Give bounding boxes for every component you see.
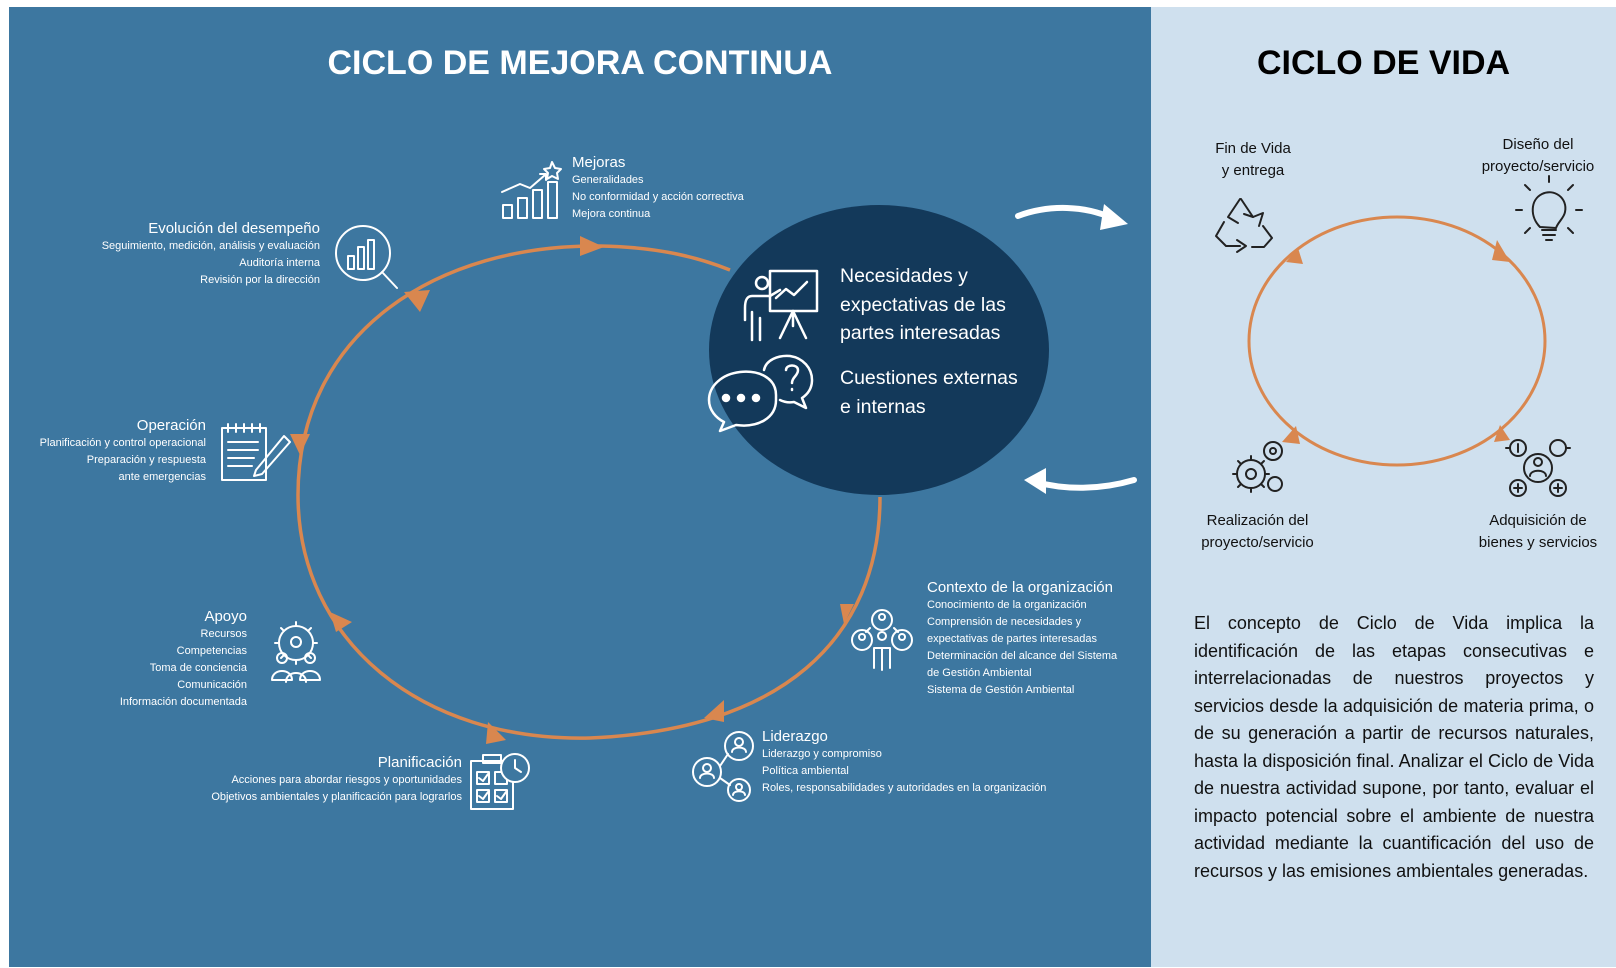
gears-icon <box>1232 441 1283 493</box>
speech-bubbles-icon <box>707 354 814 433</box>
stage-item: Objetivos ambientales y planificación pa… <box>211 791 462 803</box>
stage-item: ante emergencias <box>118 471 206 483</box>
organization-people-icon <box>851 609 913 671</box>
life-cycle-panel <box>1151 7 1616 967</box>
life-cycle-description: El concepto de Ciclo de Vida implica la … <box>1194 613 1594 881</box>
stage-item: Roles, responsabilidades y autoridades e… <box>762 782 1047 794</box>
lightbulb-icon <box>1515 175 1583 241</box>
stage-item: Revisión por la dirección <box>200 274 320 286</box>
center-ellipse <box>709 205 1049 495</box>
lc-label-line: Diseño del <box>1502 136 1574 153</box>
lc-arrowhead-bottom-right <box>1494 425 1510 442</box>
stage-item: Sistema de Gestión Ambiental <box>927 684 1075 696</box>
cycle-arrowhead-lower-left <box>330 612 352 632</box>
improvement-cycle-arrowheads <box>290 236 854 744</box>
stage-item: Preparación y respuesta <box>86 454 206 466</box>
lc-arrowhead-top-right <box>1492 240 1510 262</box>
magnifier-chart-icon <box>335 225 398 289</box>
checklist-clock-icon <box>470 753 530 810</box>
lc-stage-adquisicion: Adquisición de bienes y servicios <box>1463 510 1613 554</box>
stage-planificacion: Planificación Acciones para abordar ries… <box>130 754 462 806</box>
stage-item: Política ambiental <box>762 765 849 777</box>
stage-item: Recursos <box>200 628 247 640</box>
notepad-pen-icon <box>221 423 291 481</box>
stage-item: Liderazgo y compromiso <box>762 748 882 760</box>
lc-label-line: bienes y servicios <box>1478 534 1598 551</box>
arrow-to-life-cycle <box>1015 205 1115 221</box>
stage-title: Evolución del desempeño <box>148 220 320 237</box>
lc-label-line: y entrega <box>1221 162 1285 179</box>
chart-growth-icon <box>501 161 562 219</box>
leadership-network-icon <box>692 731 754 802</box>
stage-item: Toma de conciencia <box>149 662 247 674</box>
lc-label-line: proyecto/servicio <box>1481 158 1595 175</box>
stage-item: de Gestión Ambiental <box>927 667 1032 679</box>
stage-title: Liderazgo <box>762 728 828 745</box>
lc-label-line: Adquisición de <box>1489 512 1587 529</box>
stage-title: Operación <box>136 417 206 434</box>
stage-item: Información documentada <box>119 696 247 708</box>
arrow-from-life-cycle <box>1033 477 1137 491</box>
lc-arrowhead-top-left <box>1286 248 1303 264</box>
stage-liderazgo: Liderazgo Liderazgo y compromiso Polític… <box>762 728 1062 797</box>
stage-item: Comunicación <box>177 679 247 691</box>
stage-item: expectativas de partes interesadas <box>927 633 1097 645</box>
stage-item: Seguimiento, medición, análisis y evalua… <box>101 240 320 252</box>
stage-title: Apoyo <box>204 608 247 625</box>
lc-arrowhead-bottom-left <box>1282 426 1300 444</box>
cycle-arrowhead-left <box>290 434 310 455</box>
continuous-improvement-panel <box>9 7 1151 967</box>
presenter-board-icon <box>743 269 819 342</box>
cycle-arrowhead-right <box>840 604 854 624</box>
stage-item: Acciones para abordar riesgos y oportuni… <box>231 774 462 786</box>
life-cycle-arrowheads <box>1282 240 1510 444</box>
lc-stage-fin-de-vida: Fin de Vida y entrega <box>1183 138 1323 182</box>
lc-stage-diseno: Diseño del proyecto/servicio <box>1463 134 1613 178</box>
stage-item: Generalidades <box>572 174 644 186</box>
stage-item: Conocimiento de la organización <box>927 599 1087 611</box>
stage-item: Planificación y control operacional <box>39 437 206 449</box>
arrow-to-life-cycle-head <box>1100 204 1128 230</box>
cycle-arrowhead-bottom-left <box>486 722 506 744</box>
gear-team-icon <box>271 621 321 683</box>
stage-item: Determinación del alcance del Sistema <box>927 650 1118 662</box>
center-issues-text: Cuestiones externas e internas <box>840 367 1018 418</box>
stage-apoyo: Apoyo Recursos Competencias Toma de conc… <box>60 608 247 711</box>
lc-label-line: proyecto/servicio <box>1201 534 1314 551</box>
stage-title: Planificación <box>377 754 462 771</box>
lc-label-line: Realización del <box>1206 512 1309 529</box>
life-cycle-title: CICLO DE VIDA <box>1256 44 1511 82</box>
stage-item: Comprensión de necesidades y <box>927 616 1082 628</box>
stage-evolucion: Evolución del desempeño Seguimiento, med… <box>40 220 320 289</box>
procurement-icon <box>1505 439 1571 497</box>
life-cycle-ellipse <box>1247 215 1547 467</box>
stage-item: Mejora continua <box>572 208 651 220</box>
stage-item: Auditoría interna <box>239 257 320 269</box>
stage-operacion: Operación Planificación y control operac… <box>10 417 206 486</box>
stage-title: Mejoras <box>572 154 626 171</box>
stage-mejoras: Mejoras Generalidades No conformidad y a… <box>572 154 792 223</box>
arrow-from-life-cycle-head <box>1024 468 1046 494</box>
cycle-arrowhead-bottom-right <box>704 700 724 722</box>
recycle-icon <box>1215 198 1273 253</box>
cycle-arrowhead-top <box>580 236 604 256</box>
improvement-cycle-title: CICLO DE MEJORA CONTINUA <box>327 44 833 82</box>
stage-item: Competencias <box>176 645 247 657</box>
cycle-arrowhead-upper-left <box>404 290 430 312</box>
stage-contexto: Contexto de la organización Conocimiento… <box>927 579 1147 699</box>
stage-item: No conformidad y acción correctiva <box>572 191 744 203</box>
lc-label-line: Fin de Vida <box>1215 140 1291 157</box>
center-needs-text: Necesidades y expectativas de las partes… <box>840 265 1006 344</box>
stage-title: Contexto de la organización <box>927 579 1113 596</box>
lc-stage-realizacion: Realización del proyecto/servicio <box>1180 510 1335 554</box>
